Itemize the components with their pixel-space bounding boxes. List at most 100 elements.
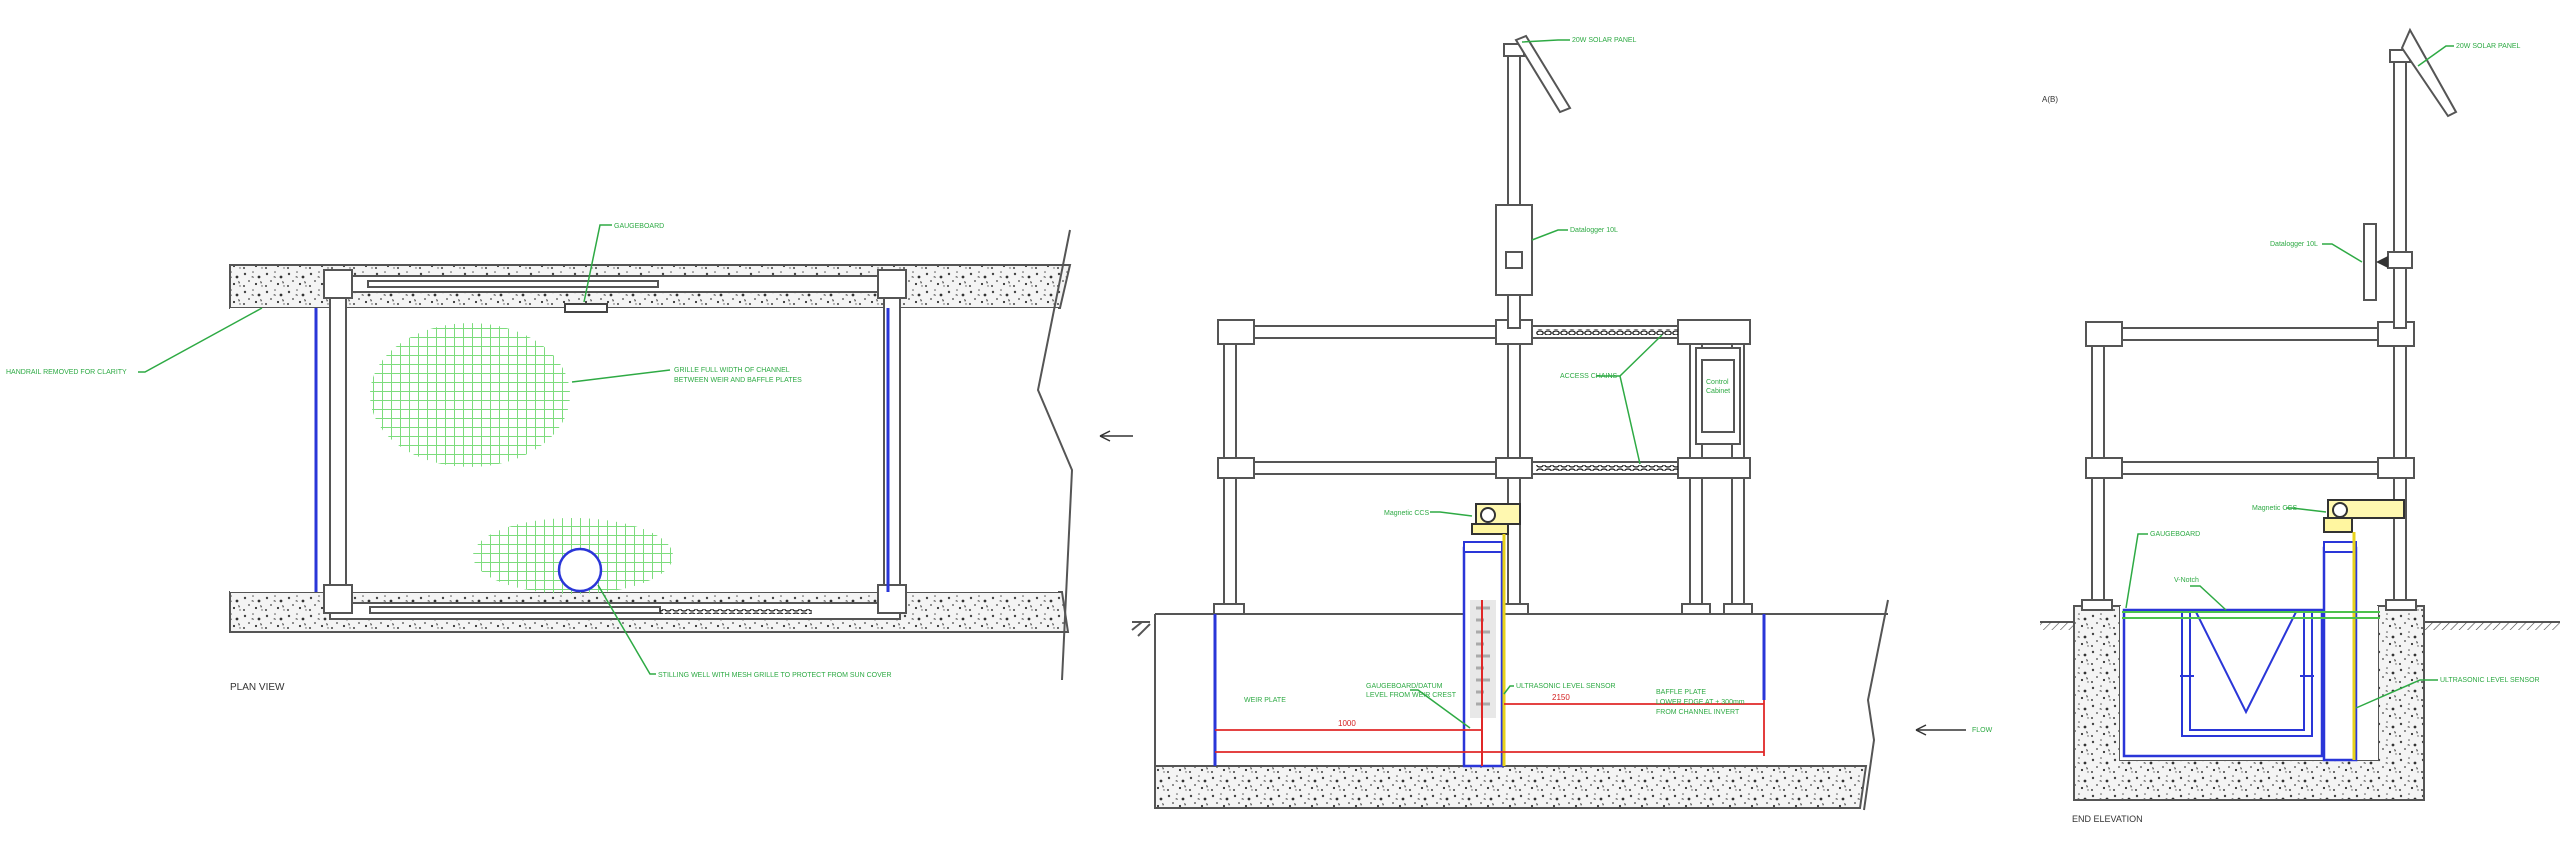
side-weir-label: WEIR PLATE xyxy=(1244,697,1286,704)
end-top-rail xyxy=(2089,327,2409,341)
side-access-label: ACCESS CHAINS xyxy=(1560,373,1618,380)
flow-arrow-side: FLOW xyxy=(1915,724,1993,736)
side-baffle-label-3: FROM CHANNEL INVERT xyxy=(1656,709,1740,716)
side-baffle-label-1: BAFFLE PLATE xyxy=(1656,689,1706,696)
side-gaugeboard-leader xyxy=(1410,689,1471,729)
end-datalogger xyxy=(2363,223,2377,301)
plan-post-cap xyxy=(877,269,907,299)
side-joint xyxy=(1677,457,1751,479)
end-datalogger-mount xyxy=(2376,256,2388,268)
end-ground-hatch xyxy=(2040,622,2074,630)
end-base-plate xyxy=(2385,599,2417,611)
side-ground-hatch xyxy=(1131,621,1151,637)
end-solar-panel xyxy=(2400,27,2458,118)
side-tube-cap xyxy=(1463,541,1503,553)
end-datalogger-clamp xyxy=(2387,251,2413,269)
side-datalogger-clamp xyxy=(1505,251,1523,269)
end-mid-rail xyxy=(2089,461,2409,475)
end-stilling-tube xyxy=(2322,546,2358,762)
end-ground-hatch xyxy=(2424,622,2560,630)
side-dim-weir-sensor: 1000 xyxy=(1338,719,1356,728)
side-solar-label: 20W SOLAR PANEL xyxy=(1572,37,1637,44)
side-access-leader xyxy=(1596,334,1663,465)
side-ultrasonic-label: ULTRASONIC LEVEL SENSOR xyxy=(1516,683,1616,690)
plan-view: GAUGEBOARD HANDRAIL REMOVED FOR CLARITY … xyxy=(6,223,1074,693)
end-elevation: A(B) 20W SOLAR PANEL Datalogger 10L xyxy=(2040,27,2560,824)
end-solar-leader xyxy=(2417,45,2454,67)
side-magnetic-label: Magnetic CCS xyxy=(1384,510,1429,517)
plan-stilling-leader xyxy=(597,584,656,675)
plan-inner-rail xyxy=(367,280,659,288)
plan-handrail-leader xyxy=(138,307,263,373)
end-magnetic-leader xyxy=(2286,507,2327,513)
side-access-chain-mid xyxy=(1536,465,1678,471)
plan-post-cap xyxy=(323,269,353,299)
side-sensor xyxy=(1471,523,1509,535)
plan-grille xyxy=(370,323,570,467)
side-joint xyxy=(1677,319,1751,345)
end-sensor xyxy=(2323,517,2353,533)
end-magnetic-label: Magnetic CCS xyxy=(2252,505,2297,512)
end-elevation-title: END ELEVATION xyxy=(2072,814,2143,824)
side-datalogger-label: Datalogger 10L xyxy=(1570,227,1618,234)
side-ultrasonic-leader xyxy=(1503,685,1514,695)
side-solar-leader xyxy=(1521,39,1570,43)
end-gaugeboard-leader xyxy=(2125,533,2148,609)
end-base-plate xyxy=(2081,599,2113,611)
side-baffle-label-2: LOWER EDGE AT + 300mm xyxy=(1656,699,1745,706)
plan-stilling-well xyxy=(557,547,603,593)
flow-arrow-plan xyxy=(1099,430,1133,442)
end-weir-frame-inner xyxy=(2189,612,2305,731)
end-solar-label: 20W SOLAR PANEL xyxy=(2456,43,2521,50)
side-floor-slab xyxy=(1154,765,1868,809)
side-datalogger-leader xyxy=(1531,229,1568,241)
plan-gaugeboard-label: GAUGEBOARD xyxy=(614,223,664,230)
side-joint xyxy=(1495,457,1533,479)
side-solar-panel xyxy=(1514,34,1572,114)
end-joint xyxy=(2377,457,2415,479)
plan-post-left xyxy=(329,291,347,604)
plan-break-line xyxy=(1036,229,1074,681)
plan-grille-leader xyxy=(571,369,671,383)
plan-grille-label-1: GRILLE FULL WIDTH OF CHANNEL xyxy=(674,367,790,374)
end-joint xyxy=(2085,321,2123,347)
side-base-plate xyxy=(1681,603,1711,615)
end-ultrasonic-leader xyxy=(2355,679,2438,709)
end-datalogger-leader xyxy=(2322,243,2363,263)
end-joint xyxy=(2085,457,2123,479)
side-datalogger xyxy=(1495,204,1533,296)
plan-gaugeboard-leader xyxy=(583,224,612,303)
side-magnetic-leader xyxy=(1430,511,1473,517)
side-cabinet-label-1: Control xyxy=(1706,379,1729,386)
end-tube-cap xyxy=(2323,541,2357,553)
end-sensor-head xyxy=(2332,502,2348,518)
end-ultrasonic-label: ULTRASONIC LEVEL SENSOR xyxy=(2440,677,2540,684)
plan-post-right xyxy=(883,291,901,604)
side-base-plate xyxy=(1723,603,1753,615)
end-vnotch-label: V-Notch xyxy=(2174,577,2199,584)
plan-gaugeboard xyxy=(564,303,608,313)
side-break-line xyxy=(1863,599,1889,811)
end-vnotch-leader xyxy=(2190,585,2227,611)
flow-label: FLOW xyxy=(1972,727,1993,734)
side-elevation: Control Cabinet 20W SOLAR PANEL Datalogg… xyxy=(1131,34,1889,811)
plan-stilling-label: STILLING WELL WITH MESH GRILLE TO PROTEC… xyxy=(658,672,892,679)
end-weir-frame xyxy=(2181,612,2313,737)
end-top-note: A(B) xyxy=(2042,95,2058,104)
side-access-chain-top xyxy=(1536,329,1678,335)
side-sensor-head xyxy=(1480,507,1496,523)
plan-chain xyxy=(660,609,812,614)
end-gaugeboard-label: GAUGEBOARD xyxy=(2150,531,2200,538)
side-cabinet-label-2: Cabinet xyxy=(1706,388,1730,395)
plan-post-cap xyxy=(323,584,353,614)
side-joint xyxy=(1217,319,1255,345)
side-cabinet-door xyxy=(1701,359,1735,433)
plan-post-cap xyxy=(877,584,907,614)
end-weir-plate xyxy=(2122,608,2324,758)
side-gaugeboard-label-2: LEVEL FROM WEIR CREST xyxy=(1366,692,1457,699)
plan-handrail-label: HANDRAIL REMOVED FOR CLARITY xyxy=(6,369,127,376)
end-v-notch xyxy=(2195,611,2297,715)
side-gaugeboard-label-1: GAUGEBOARD/DATUM xyxy=(1366,683,1443,690)
side-dim-sensor-baffle: 2150 xyxy=(1552,693,1570,702)
